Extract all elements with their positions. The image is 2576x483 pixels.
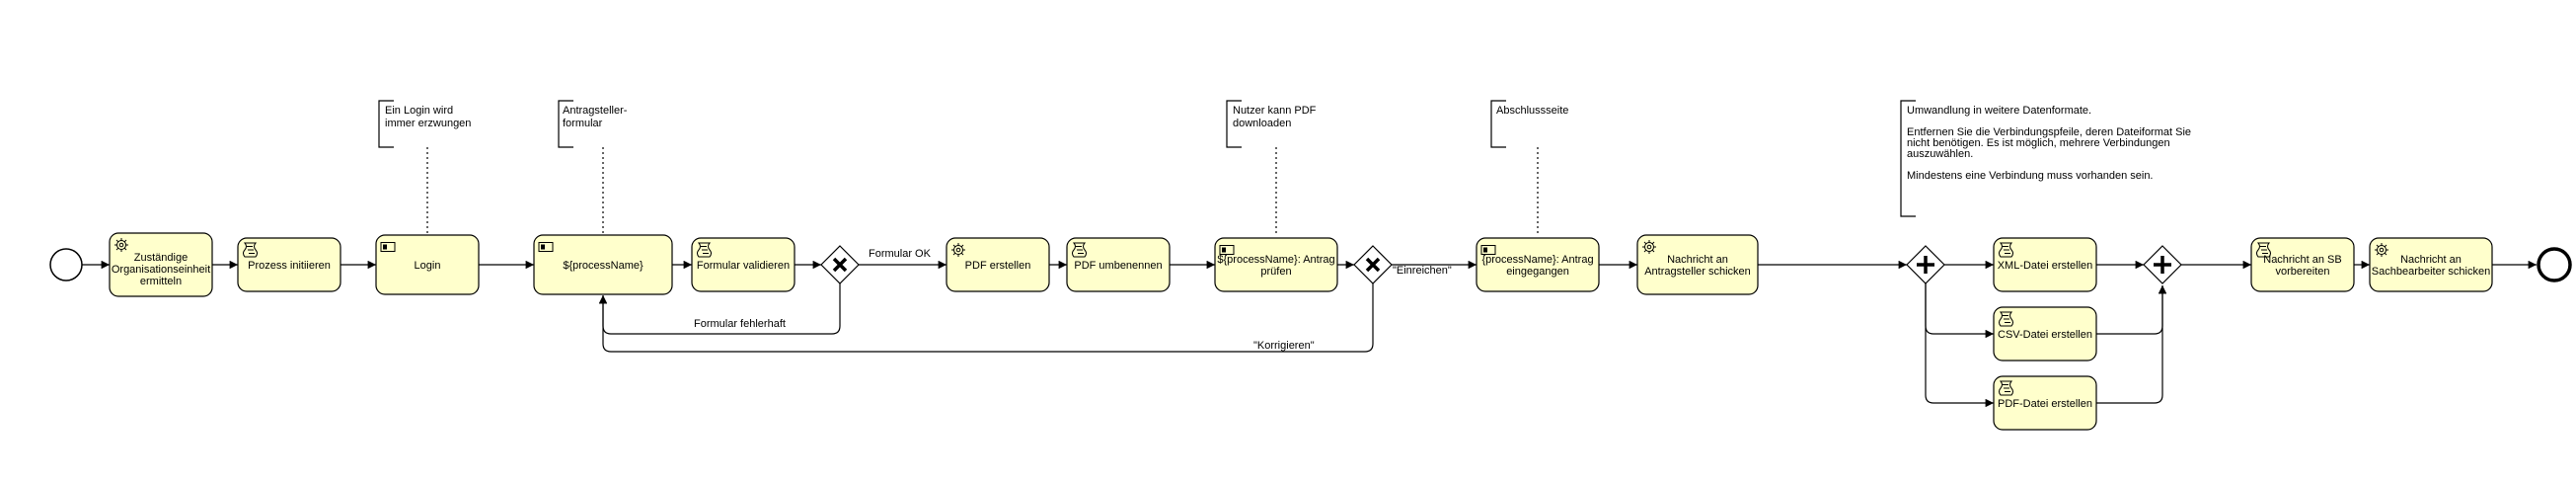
x-mark-icon [832, 257, 848, 273]
task-t5[interactable]: Formular validieren [691, 237, 796, 292]
exclusive-gateway-validation[interactable] [820, 245, 860, 284]
annotation-antragsteller: Antragsteller-formular [563, 105, 628, 129]
end-event[interactable] [2537, 247, 2572, 282]
flow-gw3-t12 [1925, 283, 1994, 339]
task-t3[interactable]: Login [375, 234, 480, 295]
task-label: XML-Datei erstellen [1998, 260, 2093, 272]
task-label: Formular validieren [697, 260, 790, 272]
flow-gw3-t13 [1925, 283, 1994, 408]
annotation-bracket [1226, 100, 1242, 148]
flow-t12-gw4 [2096, 285, 2167, 335]
annotation-bracket [1490, 100, 1506, 148]
task-t6[interactable]: PDF erstellen [946, 237, 1050, 292]
task-label: Login [415, 260, 441, 272]
task-t11[interactable]: XML-Datei erstellen [1993, 237, 2097, 292]
task-t13[interactable]: PDF-Datei erstellen [1993, 375, 2097, 431]
task-label: PDF umbenennen [1074, 260, 1162, 272]
annotation-bracket [378, 100, 394, 148]
exclusive-gateway-review[interactable] [1353, 245, 1393, 284]
plus-icon [2154, 256, 2171, 274]
annotations [378, 100, 1916, 235]
task-t2[interactable]: Prozess initiieren [237, 237, 341, 292]
parallel-gateway-split[interactable] [1906, 245, 1945, 284]
flow-label-formular-fehlerhaft: Formular fehlerhaft [694, 318, 786, 330]
task-label: CSV-Datei erstellen [1998, 329, 2092, 341]
task-label: Prozess initiieren [248, 260, 331, 272]
annotation-abschlussseite: Abschlussseite [1496, 105, 1568, 117]
flow-gw1-t4 [598, 295, 612, 335]
annotation-bracket [558, 100, 573, 148]
task-label: PDF erstellen [965, 260, 1031, 272]
task-t7[interactable]: PDF umbenennen [1066, 237, 1171, 292]
flow-label-einreichen: "Einreichen" [1393, 265, 1452, 277]
flow-t13-gw4 [2096, 285, 2167, 404]
x-mark-icon [1365, 257, 1381, 273]
annotation-bracket [1900, 100, 1916, 217]
plus-icon [1917, 256, 1934, 274]
parallel-gateway-join[interactable] [2143, 245, 2182, 284]
task-label: PDF-Datei erstellen [1998, 398, 2092, 410]
task-t12[interactable]: CSV-Datei erstellen [1993, 306, 2097, 362]
flow-gw1-back [612, 283, 841, 335]
flow-label-korrigieren: "Korrigieren" [1253, 340, 1315, 352]
flow-gw2-back [612, 283, 1374, 353]
flow-gw2-t4 [598, 295, 612, 353]
flow-label-formular-ok: Formular OK [869, 248, 932, 260]
start-event[interactable] [49, 248, 83, 282]
task-t4[interactable]: ${processName} [533, 234, 673, 295]
sequence-flows [82, 260, 2537, 408]
task-label: ${processName} [563, 260, 644, 272]
annotation-datenformate: Umwandlung in weitere Datenformate. Entf… [1907, 105, 2191, 182]
